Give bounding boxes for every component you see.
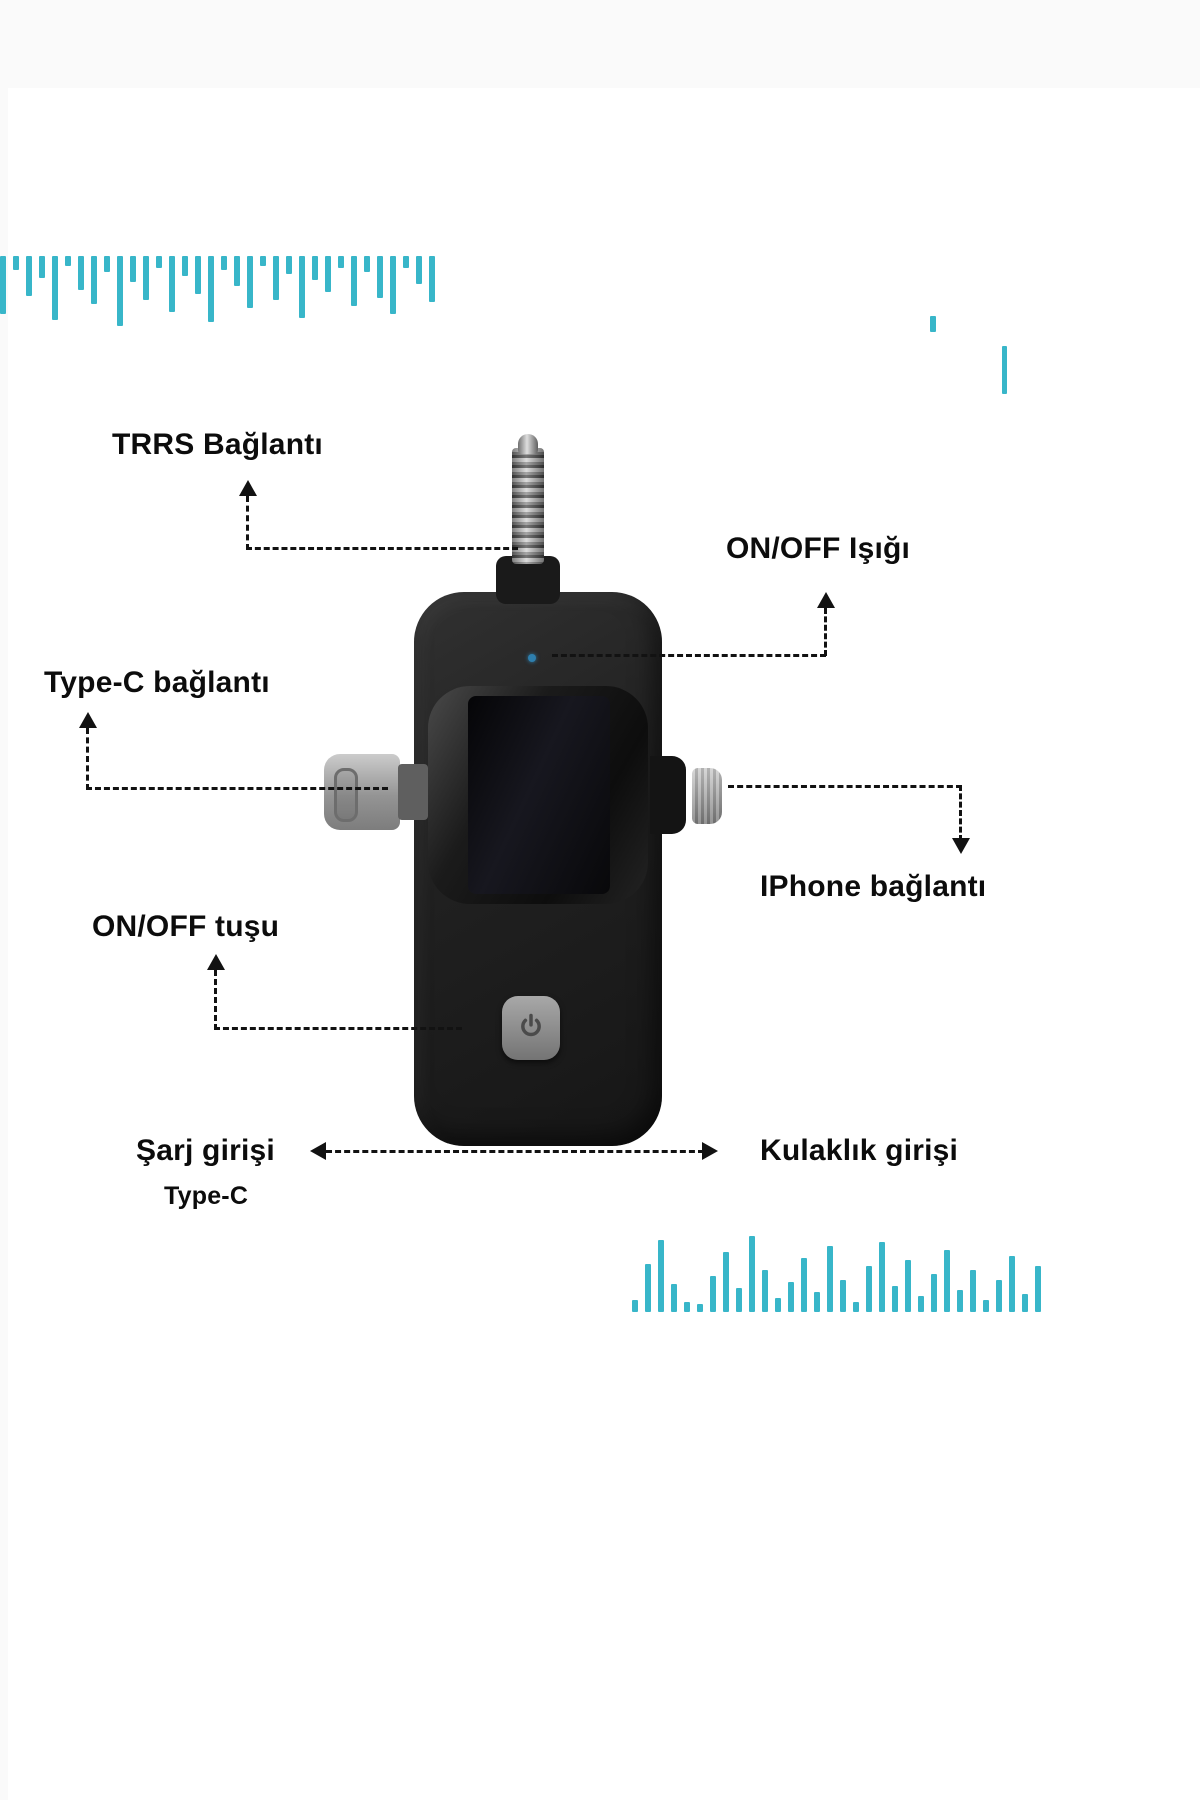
- dash-iphone-horizontal: [728, 785, 962, 788]
- label-type-c: Type-C bağlantı: [44, 666, 270, 699]
- arrowhead-type-c: [79, 712, 97, 728]
- lightning-socket-tab: [650, 756, 686, 834]
- dash-trrs-vertical: [246, 496, 249, 550]
- waveform-top: [0, 256, 435, 326]
- lightning-plug: [692, 768, 722, 824]
- label-trrs: TRRS Bağlantı: [112, 428, 323, 461]
- label-headphone: Kulaklık girişi: [760, 1134, 959, 1167]
- usb-c-plug-opening: [334, 768, 358, 822]
- label-charging: Şarj girişi: [136, 1134, 275, 1167]
- waveform-fragment-1: [930, 316, 936, 332]
- label-onoff-light: ON/OFF Işığı: [726, 532, 911, 565]
- trrs-jack-base: [496, 556, 560, 604]
- arrowhead-trrs: [239, 480, 257, 496]
- dash-type-c-horizontal: [86, 787, 388, 790]
- waveform-bottom: [632, 1232, 1041, 1312]
- arrowhead-iphone: [952, 838, 970, 854]
- trrs-jack-tip: [518, 434, 538, 454]
- usb-c-plug-neck: [398, 764, 428, 820]
- dash-onoff-button-horizontal: [214, 1027, 462, 1030]
- label-onoff-button: ON/OFF tuşu: [92, 910, 280, 943]
- arrowhead-onoff-light: [817, 592, 835, 608]
- top-margin-band: [0, 0, 1200, 88]
- trrs-jack: [512, 448, 544, 564]
- dash-iphone-vertical: [959, 785, 962, 841]
- dash-trrs-horizontal: [246, 547, 518, 550]
- dash-onoff-button-vertical: [214, 970, 217, 1030]
- arrowhead-charging: [310, 1142, 326, 1160]
- arrowhead-headphone: [702, 1142, 718, 1160]
- dash-onoff-light-horizontal: [552, 654, 826, 657]
- power-button: [502, 996, 560, 1060]
- waveform-fragment-2: [1002, 346, 1007, 394]
- arrowhead-onoff-button: [207, 954, 225, 970]
- label-iphone: IPhone bağlantı: [760, 870, 987, 903]
- dash-bottom-horizontal: [326, 1150, 704, 1153]
- dash-type-c-vertical: [86, 728, 89, 790]
- screen: [468, 696, 610, 894]
- dash-onoff-light-vertical: [824, 608, 827, 656]
- onoff-led-indicator: [528, 654, 536, 662]
- power-icon: [517, 1012, 545, 1045]
- label-charging-type-c: Type-C: [164, 1182, 249, 1210]
- left-margin-band: [0, 88, 8, 1800]
